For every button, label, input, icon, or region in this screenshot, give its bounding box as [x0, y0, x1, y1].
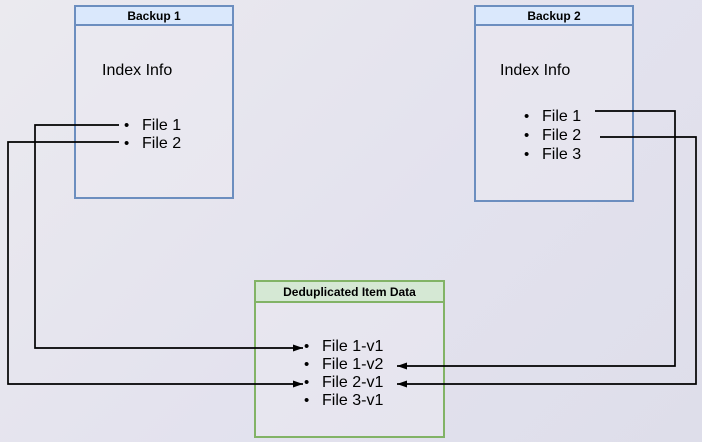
- file-item: File 1: [522, 107, 581, 126]
- file-item: File 2: [122, 135, 181, 153]
- backup1-header: Backup 1: [76, 7, 232, 26]
- backup1-title: Backup 1: [127, 9, 181, 23]
- backup2-header: Backup 2: [476, 7, 632, 26]
- file-item: File 2: [522, 126, 581, 145]
- backup2-file-list: File 1 File 2 File 3: [522, 107, 581, 164]
- file-item: File 1-v1: [302, 338, 383, 356]
- file-item: File 2-v1: [302, 374, 383, 392]
- dedup-file-list: File 1-v1 File 1-v2 File 2-v1 File 3-v1: [302, 338, 383, 410]
- backup2-title: Backup 2: [527, 9, 581, 23]
- dedup-title: Deduplicated Item Data: [283, 285, 416, 299]
- backup1-box: Backup 1 Index Info File 1 File 2: [74, 5, 234, 199]
- backup2-subtitle: Index Info: [500, 62, 571, 79]
- file-item: File 1: [122, 117, 181, 135]
- file-item: File 3: [522, 145, 581, 164]
- dedup-box: Deduplicated Item Data File 1-v1 File 1-…: [254, 280, 445, 438]
- backup1-subtitle: Index Info: [102, 62, 173, 79]
- backup2-box: Backup 2 Index Info File 1 File 2 File 3: [474, 5, 634, 202]
- backup1-file-list: File 1 File 2: [122, 117, 181, 153]
- file-item: File 1-v2: [302, 356, 383, 374]
- file-item: File 3-v1: [302, 392, 383, 410]
- dedup-header: Deduplicated Item Data: [256, 282, 443, 303]
